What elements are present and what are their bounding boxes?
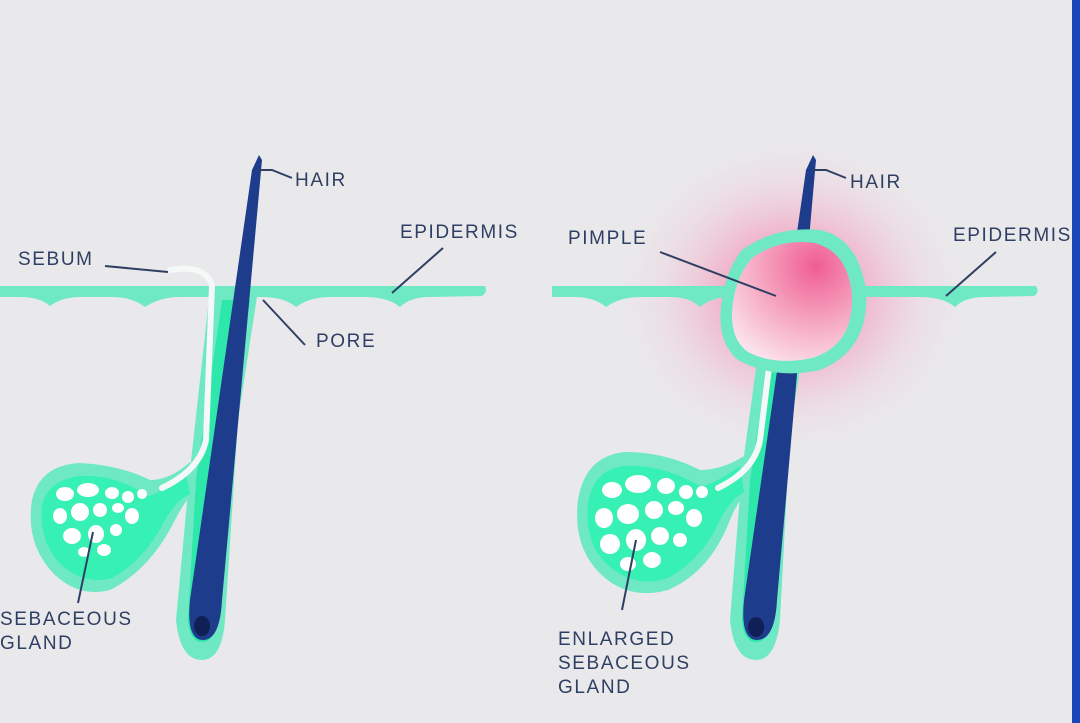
left-pore-leader bbox=[262, 299, 306, 346]
left-gland-leader bbox=[77, 531, 94, 604]
right-hair-label: HAIR bbox=[850, 172, 902, 193]
right-pimple-leader bbox=[659, 251, 777, 297]
right-gland-label-line3: GLAND bbox=[558, 677, 631, 698]
left-hair bbox=[189, 155, 262, 640]
left-sebum-label: SEBUM bbox=[18, 249, 94, 270]
left-gland-label-line2: GLAND bbox=[0, 633, 73, 654]
left-pore-label: PORE bbox=[316, 331, 376, 352]
left-sebum-leader bbox=[104, 265, 169, 273]
left-epidermis-label: EPIDERMIS bbox=[400, 222, 519, 243]
right-hair-leader bbox=[812, 169, 847, 179]
left-panel: HAIR SEBUM EPIDERMIS PORE SEBACEOUS GLAN… bbox=[0, 155, 519, 660]
right-hair-bulb bbox=[748, 617, 764, 637]
right-sebum-duct bbox=[715, 357, 773, 491]
left-hair-label: HAIR bbox=[295, 170, 347, 191]
left-sebum-duct bbox=[159, 265, 216, 491]
right-panel: HAIR PIMPLE EPIDERMIS ENLARGED SEBACEOUS… bbox=[552, 125, 1072, 698]
left-gland-cells bbox=[53, 483, 147, 557]
right-epidermis-label: EPIDERMIS bbox=[953, 225, 1072, 246]
left-hair-leader bbox=[258, 169, 293, 179]
right-gland-label-line1: ENLARGED bbox=[558, 629, 675, 650]
left-hair-bulb bbox=[194, 616, 210, 636]
left-gland-label-line1: SEBACEOUS bbox=[0, 609, 133, 630]
right-pimple-label: PIMPLE bbox=[568, 228, 647, 249]
pimple bbox=[732, 242, 853, 361]
right-epidermis-leader bbox=[945, 251, 997, 297]
right-gland-cells bbox=[595, 475, 708, 571]
frame-edge bbox=[1072, 0, 1080, 723]
right-gland-leader bbox=[621, 539, 637, 611]
left-epidermis-leader bbox=[391, 247, 444, 294]
right-gland-label-line2: SEBACEOUS bbox=[558, 653, 691, 674]
